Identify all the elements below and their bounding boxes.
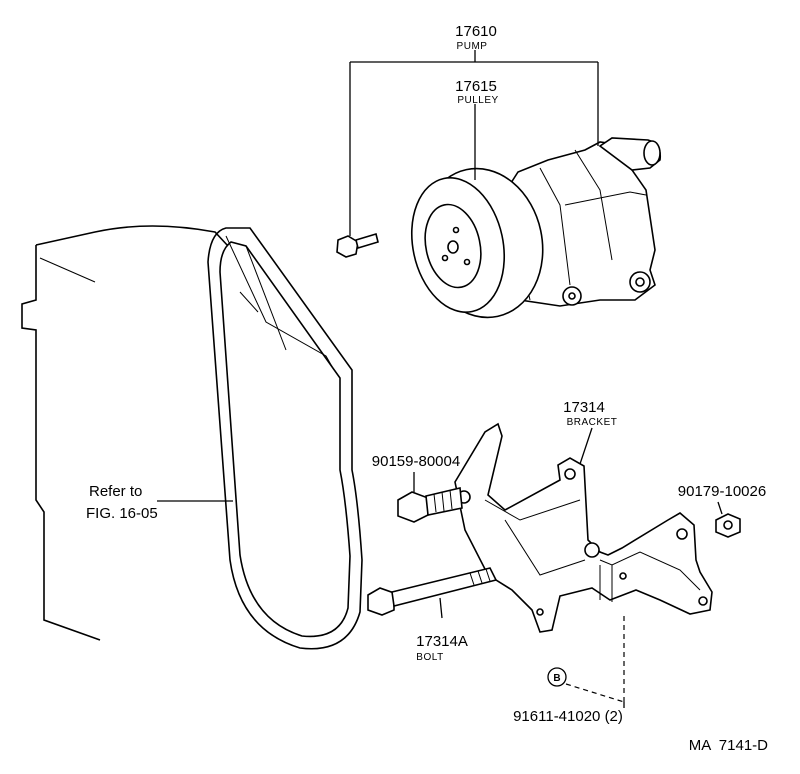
figure-id: MA 7141-D xyxy=(689,737,768,754)
bolt-b-number: 91611-41020 (2) xyxy=(513,708,623,725)
long-bolt xyxy=(367,567,498,616)
long-bolt-name: BOLT xyxy=(416,652,443,663)
bracket xyxy=(454,422,713,633)
pulley-name: PULLEY xyxy=(457,95,498,106)
pump-screw xyxy=(336,232,379,258)
refer-line-1: Refer to xyxy=(89,483,142,500)
pump-name: PUMP xyxy=(457,41,488,52)
pulley xyxy=(410,167,544,319)
flange-nut xyxy=(715,513,741,538)
marker-b-letter: B xyxy=(553,673,560,684)
upper-bolt-number: 90159-80004 xyxy=(372,453,460,470)
timing-cover xyxy=(21,225,259,641)
refer-line-2: FIG. 16-05 xyxy=(86,505,158,522)
v-belt xyxy=(207,227,363,650)
long-bolt-number: 17314A xyxy=(416,633,468,650)
upper-bolt xyxy=(397,487,463,523)
marker-b-circle xyxy=(547,667,567,687)
labels: 17610 PUMP 17615 PULLEY 17314 BRACKET 90… xyxy=(86,23,768,754)
leader-lines xyxy=(157,50,723,708)
bracket-name: BRACKET xyxy=(567,417,618,428)
bracket-number: 17314 xyxy=(563,399,605,416)
pump-number: 17610 xyxy=(455,23,497,40)
pulley-number: 17615 xyxy=(455,78,497,95)
nut-number: 90179-10026 xyxy=(678,483,766,500)
